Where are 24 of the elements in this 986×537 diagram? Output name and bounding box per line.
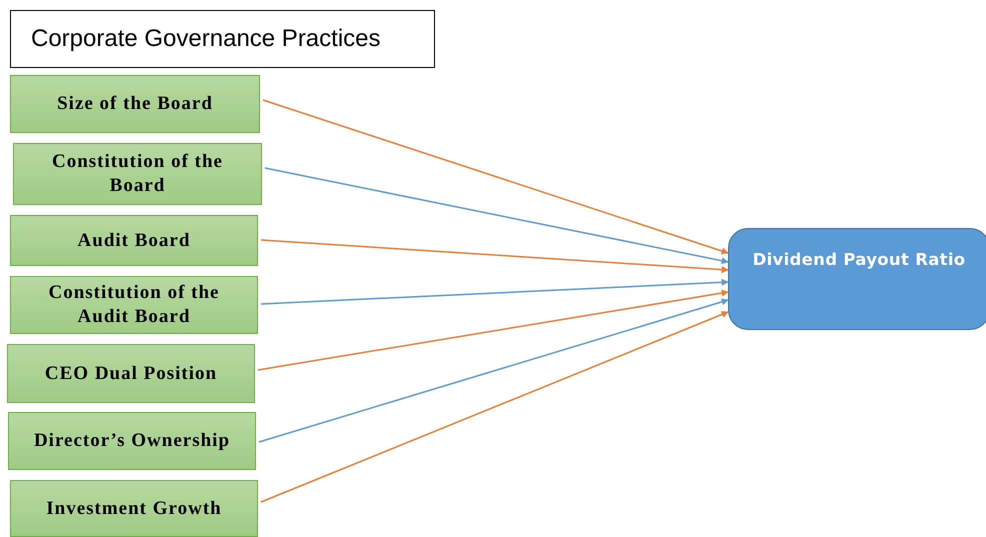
factor-label: CEO Dual Position [44, 362, 218, 386]
arrow [260, 311, 729, 503]
factor-box [10, 75, 260, 133]
factor-label: Audit Board [78, 228, 190, 252]
factor-label: Investment Growth [46, 496, 222, 520]
arrow [260, 278, 729, 305]
factor-label: Director’s Ownership [34, 429, 230, 453]
arrow [264, 167, 729, 264]
arrow [260, 239, 729, 274]
factor-box [10, 276, 258, 334]
arrow [258, 290, 729, 371]
factor-box [10, 480, 258, 537]
factor-box [13, 143, 262, 205]
title-box: Corporate Governance Practices [10, 10, 435, 68]
outcome-box [728, 228, 986, 330]
factor-box [7, 344, 255, 403]
factor-box [10, 215, 258, 266]
arrow [262, 99, 729, 254]
factor-label: Constitution of the Audit Board [47, 281, 220, 329]
factor-label: Size of the Board [57, 92, 213, 116]
factor-box [8, 412, 256, 470]
arrow [258, 298, 729, 443]
factor-label: Constitution of the Board [50, 150, 224, 198]
outcome-label: Dividend Payout Ratio [752, 249, 966, 271]
